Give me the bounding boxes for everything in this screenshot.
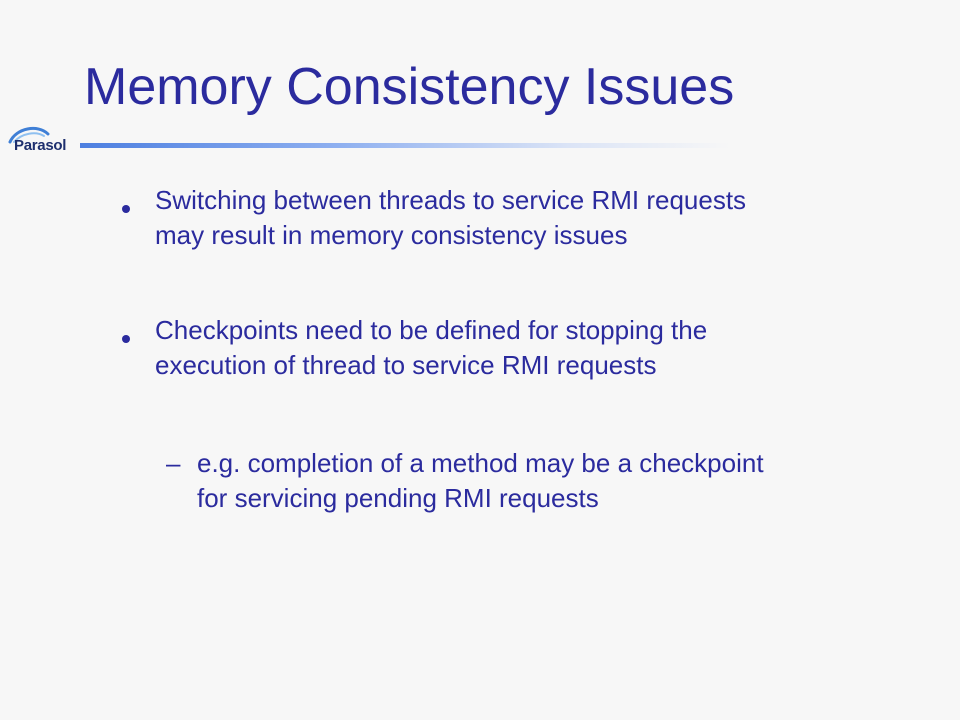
bullet-line: may result in memory consistency issues <box>155 220 628 250</box>
bullet-line: Switching between threads to service RMI… <box>155 185 747 215</box>
parasol-logo: Parasol <box>4 122 84 162</box>
bullet-item-2: Checkpoints need to be defined for stopp… <box>155 313 707 383</box>
slide-title: Memory Consistency Issues <box>84 58 735 116</box>
sub-bullet-dash: – <box>166 448 181 478</box>
bullet-dot-icon <box>122 335 130 343</box>
sub-bullet-line: e.g. completion of a method may be a che… <box>197 448 764 478</box>
sub-bullet-item: e.g. completion of a method may be a che… <box>197 446 764 516</box>
bullet-line: Checkpoints need to be defined for stopp… <box>155 315 708 345</box>
bullet-dot-icon <box>122 205 130 213</box>
sub-bullet-line: for servicing pending RMI requests <box>197 483 599 513</box>
parasol-swoosh-icon <box>8 126 50 144</box>
bullet-item-1: Switching between threads to service RMI… <box>155 183 746 253</box>
logo-text: Parasol <box>14 137 67 154</box>
bullet-line: execution of thread to service RMI reque… <box>155 350 657 380</box>
title-underline <box>80 143 730 148</box>
